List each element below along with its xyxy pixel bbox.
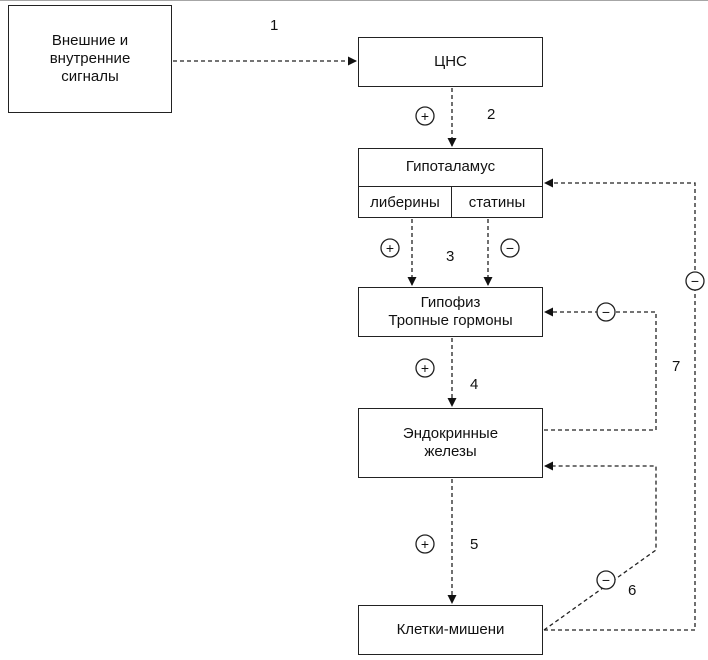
minus-sign-feedback [596,302,616,322]
endocrine-glands-box: Эндокринные железы [358,408,543,478]
external-signals-line1: Внешние и [51,32,129,49]
label-3: 3 [446,248,455,265]
cns-box: ЦНС [358,37,543,87]
minus-text-4: − [691,273,699,289]
plus-text-1: + [421,108,429,124]
hypothalamus-title: Гипоталамус [405,158,496,175]
minus-sign-6 [596,570,616,590]
label-6: 6 [628,582,637,599]
pituitary-line1: Гипофиз [420,294,481,311]
hypothalamus-split [451,186,452,217]
pituitary-line2: Тропные гормоны [388,312,513,329]
endocrine-line2: железы [424,443,477,460]
endocrine-line1: Эндокринные [402,425,499,442]
plus-text-3: + [421,360,429,376]
statins-label: статины [468,194,526,211]
external-signals-box: Внешние и внутренние сигналы [8,5,172,113]
liberins-label: либерины [370,194,440,211]
minus-sign-statins [500,238,520,258]
plus-text-2: + [386,240,394,256]
plus-sign-pituitary [415,358,435,378]
minus-text-1: − [506,240,514,256]
label-1: 1 [270,17,279,34]
hypothalamus-divider [359,186,542,187]
plus-sign-liberins [380,238,400,258]
feedback-endocrine-pituitary [544,307,657,431]
target-cells-label: Клетки-мишени [396,621,505,638]
pituitary-box: Гипофиз Тропные гормоны [358,287,543,337]
external-signals-line2: внутренние [49,50,131,67]
target-cells-box: Клетки-мишени [358,605,543,655]
label-5: 5 [470,536,479,553]
minus-sign-7 [685,271,705,291]
label-2: 2 [487,106,496,123]
plus-sign-cns [415,106,435,126]
minus-text-3: − [602,572,610,588]
label-7: 7 [672,358,681,375]
label-4: 4 [470,376,479,393]
minus-text-2: − [602,304,610,320]
external-signals-line3: сигналы [61,68,119,85]
plus-text-4: + [421,536,429,552]
cns-label: ЦНС [434,53,467,70]
feedback-7-target-hypothalamus [544,178,696,631]
plus-sign-endocrine [415,534,435,554]
hypothalamus-box: Гипоталамус либерины статины [358,148,543,218]
